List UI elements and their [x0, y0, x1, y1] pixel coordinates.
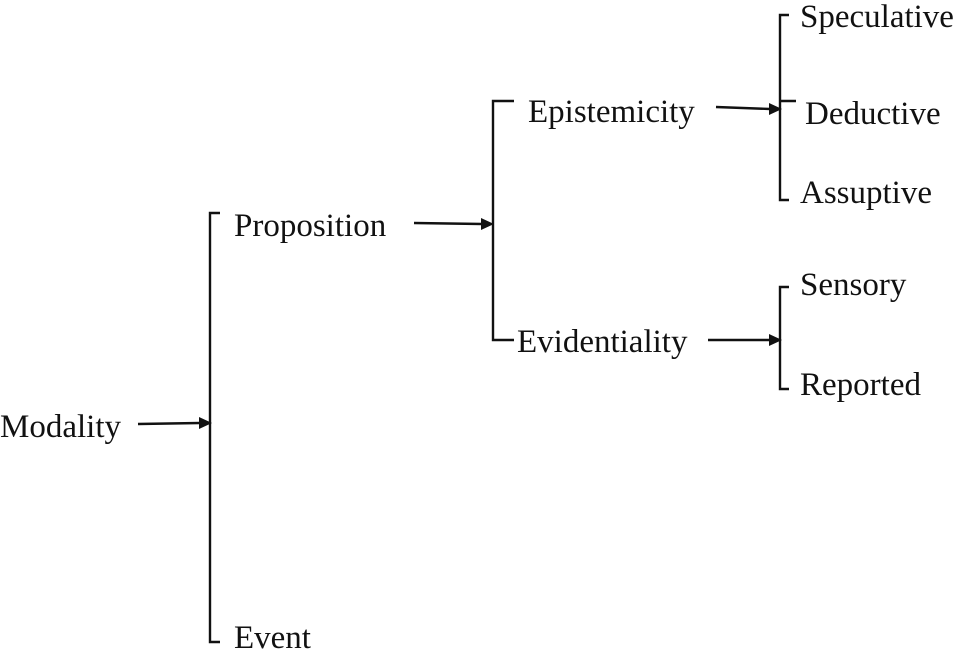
arrow-modality-to-bracket	[137, 417, 212, 429]
node-sensory: Sensory	[800, 267, 907, 303]
bracket-epistemicity	[778, 13, 796, 202]
bracket-level2	[491, 99, 514, 342]
node-reported: Reported	[800, 367, 921, 403]
arrow-proposition-to-bracket	[413, 218, 494, 230]
node-speculative: Speculative	[800, 0, 954, 35]
node-epistemicity: Epistemicity	[528, 94, 695, 130]
node-deductive: Deductive	[805, 96, 941, 132]
bracket-evidentiality	[778, 285, 789, 391]
node-event: Event	[234, 620, 311, 650]
bracket-level1	[208, 211, 220, 644]
node-evidentiality: Evidentiality	[517, 324, 688, 360]
arrow-evidentiality-to-bracket	[708, 334, 782, 346]
node-modality: Modality	[0, 409, 121, 445]
node-proposition: Proposition	[234, 208, 386, 244]
node-assumptive: Assuptive	[800, 175, 932, 211]
arrow-epistemicity-to-bracket	[715, 103, 782, 115]
